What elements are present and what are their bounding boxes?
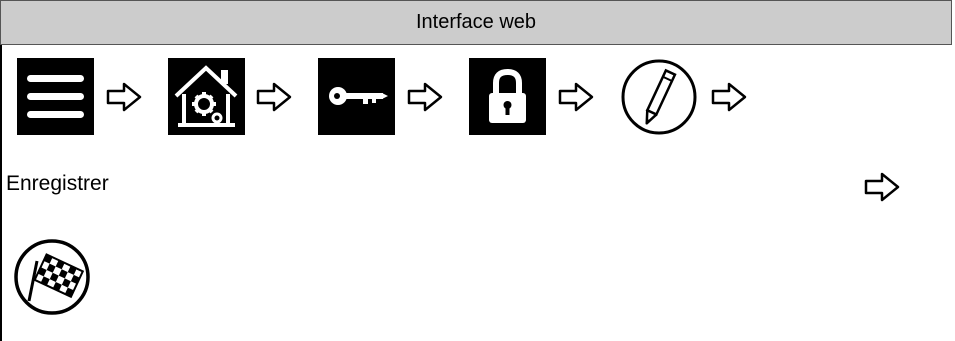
arrow-right-icon	[106, 82, 142, 112]
menu-icon	[17, 58, 94, 135]
arrow-right-icon	[864, 172, 900, 202]
header-title: Interface web	[415, 11, 537, 33]
pencil-circle-icon	[621, 59, 697, 135]
house-gear-icon	[168, 58, 245, 135]
checkered-flag-icon	[14, 239, 90, 315]
key-icon	[318, 58, 395, 135]
arrow-right-icon	[407, 82, 443, 112]
arrow-right-icon	[558, 82, 594, 112]
padlock-icon	[469, 58, 546, 135]
left-rule	[0, 45, 2, 341]
header-bar: Interface web	[0, 0, 952, 45]
arrow-right-icon	[256, 82, 292, 112]
arrow-right-icon	[711, 82, 747, 112]
save-step-label: Enregistrer	[6, 172, 109, 195]
